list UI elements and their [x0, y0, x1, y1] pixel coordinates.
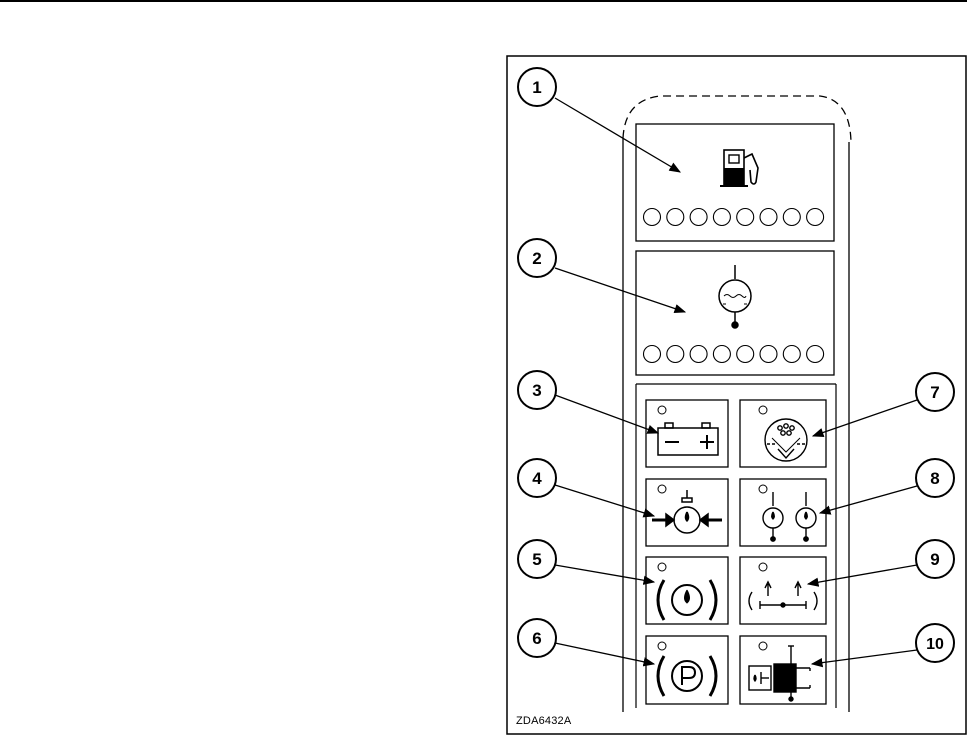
- gauge-led: [667, 209, 684, 226]
- callout-number: 10: [926, 636, 944, 653]
- air-filter-indicator: [740, 400, 826, 467]
- fuel-gauge-panel: [636, 124, 834, 241]
- brake-indicator: [646, 557, 728, 624]
- gauge-led: [690, 346, 707, 363]
- callout-number: 8: [930, 469, 939, 488]
- gauge-led: [644, 209, 661, 226]
- callout-10: 10: [916, 624, 954, 662]
- gauge-led: [713, 209, 730, 226]
- gauge-led: [760, 209, 777, 226]
- callout-8: 8: [916, 459, 954, 497]
- figure-code: ZDA6432A: [516, 715, 571, 727]
- callout-number: 4: [532, 469, 542, 488]
- coolant-temperature-indicator: [740, 479, 826, 546]
- callout-3: 3: [518, 371, 556, 409]
- gauge-led: [690, 209, 707, 226]
- gauge-led: [807, 209, 824, 226]
- callout-4: 4: [518, 459, 556, 497]
- callout-7: 7: [916, 373, 954, 411]
- callout-9: 9: [916, 540, 954, 578]
- gauge-led: [760, 346, 777, 363]
- hydraulic-oil-temperature-indicator: [740, 636, 826, 704]
- callout-number: 2: [532, 249, 541, 268]
- differential-lock-indicator: [740, 557, 826, 624]
- callout-number: 6: [532, 629, 541, 648]
- gauge-led: [807, 346, 824, 363]
- callout-6: 6: [518, 619, 556, 657]
- coolant-temperature-gauge-panel: [636, 251, 834, 375]
- park-brake-indicator: [646, 636, 728, 704]
- gauge-led: [737, 346, 754, 363]
- callout-1: 1: [518, 68, 556, 106]
- callout-5: 5: [518, 540, 556, 578]
- gauge-led: [737, 209, 754, 226]
- battery-indicator: [646, 400, 728, 467]
- callout-number: 1: [532, 78, 541, 97]
- gauge-led: [667, 346, 684, 363]
- callout-number: 7: [930, 383, 939, 402]
- callout-number: 9: [930, 550, 939, 569]
- gauge-led: [783, 346, 800, 363]
- gauge-led: [783, 209, 800, 226]
- engine-oil-pressure-indicator: [646, 479, 728, 546]
- callout-2: 2: [518, 239, 556, 277]
- callout-number: 3: [532, 381, 541, 400]
- gauge-led: [713, 346, 730, 363]
- gauge-led: [644, 346, 661, 363]
- callout-number: 5: [532, 550, 541, 569]
